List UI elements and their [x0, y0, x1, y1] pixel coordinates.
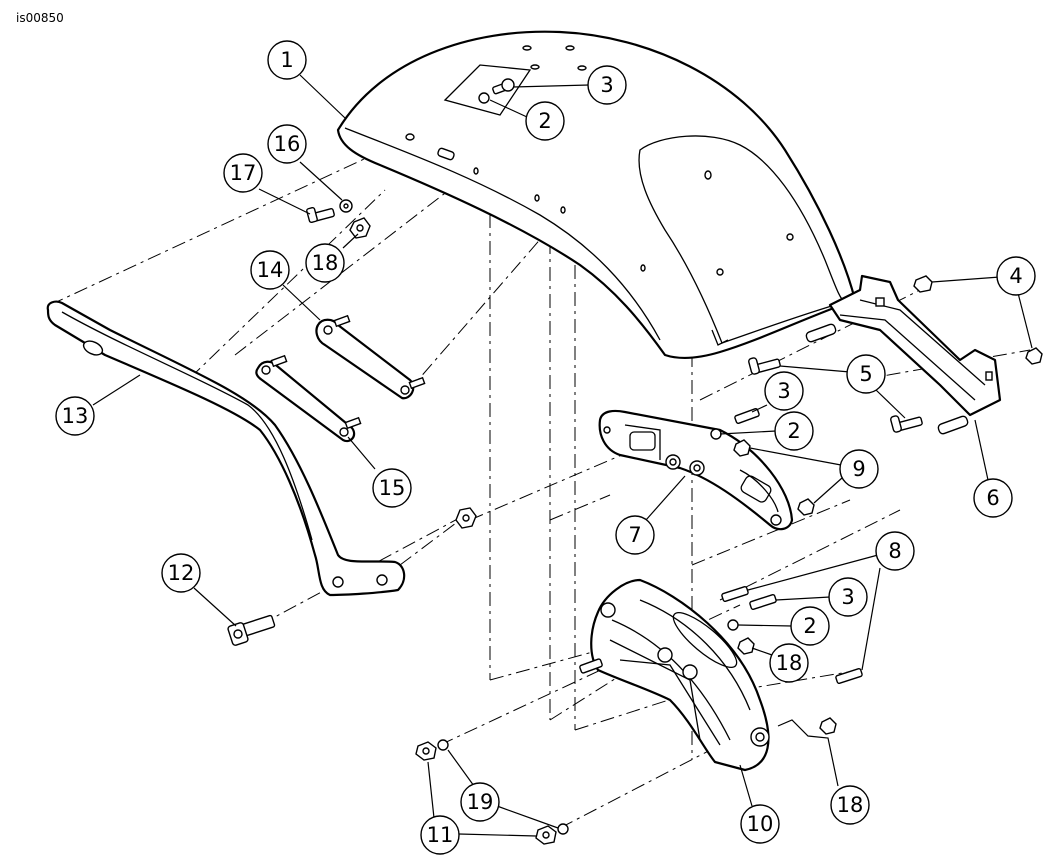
callout-label: 1 [280, 48, 293, 72]
callout-label: 16 [274, 132, 301, 156]
callout-label: 11 [427, 823, 454, 847]
callout-6: 6 [973, 478, 1013, 518]
document-id: is00850 [16, 11, 64, 25]
right-bracket [805, 274, 1002, 435]
callout-5: 5 [846, 354, 886, 394]
callout-3: 3 [828, 577, 868, 617]
callout-label: 15 [379, 476, 406, 500]
callout-label: 2 [803, 614, 816, 638]
strut-bar [46, 300, 406, 597]
lower-bracket [579, 578, 770, 772]
callout-2: 2 [774, 411, 814, 451]
callout-18: 18 [305, 243, 345, 283]
callout-label: 18 [837, 793, 864, 817]
callout-17: 17 [223, 153, 263, 193]
callout-18: 18 [769, 643, 809, 683]
callout-16: 16 [267, 124, 307, 164]
callout-label: 12 [168, 561, 195, 585]
callout-3: 3 [587, 65, 627, 105]
callout-19: 19 [460, 782, 500, 822]
callout-3: 3 [764, 371, 804, 411]
callout-10: 10 [740, 804, 780, 844]
callout-15: 15 [372, 468, 412, 508]
callout-18: 18 [830, 785, 870, 825]
callout-label: 2 [538, 109, 551, 133]
callout-label: 4 [1009, 264, 1022, 288]
fender-screw-washer [478, 78, 515, 104]
callout-4: 4 [996, 256, 1036, 296]
callout-label: 18 [312, 251, 339, 275]
callout-label: 14 [257, 258, 284, 282]
callout-label: 9 [852, 457, 865, 481]
assembly-guide-lines [49, 139, 1031, 829]
callout-14: 14 [250, 250, 290, 290]
link-lower [255, 354, 362, 443]
lower-left-hardware [415, 739, 569, 845]
callout-label: 3 [600, 73, 613, 97]
callout-11: 11 [420, 815, 460, 855]
callout-9: 9 [839, 449, 879, 489]
rear-fender [336, 30, 857, 359]
bolt-12 [227, 614, 276, 646]
middle-bracket [598, 409, 794, 531]
callout-1: 1 [267, 40, 307, 80]
right-bracket-nuts [913, 275, 1043, 365]
callout-2: 2 [790, 606, 830, 646]
callout-label: 3 [841, 585, 854, 609]
callout-12: 12 [161, 553, 201, 593]
callout-label: 6 [986, 486, 999, 510]
callout-label: 18 [776, 651, 803, 675]
callout-label: 8 [888, 539, 901, 563]
callout-7: 7 [615, 515, 655, 555]
callout-label: 19 [467, 790, 494, 814]
callout-label: 3 [777, 379, 790, 403]
callout-label: 7 [628, 523, 641, 547]
callout-label: 5 [859, 362, 872, 386]
middle-bracket-hardware [710, 408, 815, 516]
pins-5 [748, 357, 923, 433]
callout-8: 8 [875, 531, 915, 571]
callout-label: 13 [62, 404, 89, 428]
callout-label: 17 [230, 161, 257, 185]
callout-label: 10 [747, 812, 774, 836]
strut-nut [455, 507, 477, 529]
upper-left-hardware [306, 199, 371, 239]
callout-2: 2 [525, 101, 565, 141]
lower-bracket-hardware [721, 585, 863, 735]
callout-label: 2 [787, 419, 800, 443]
link-upper [315, 314, 426, 400]
callout-leaders [92, 74, 1033, 837]
callout-13: 13 [55, 396, 95, 436]
